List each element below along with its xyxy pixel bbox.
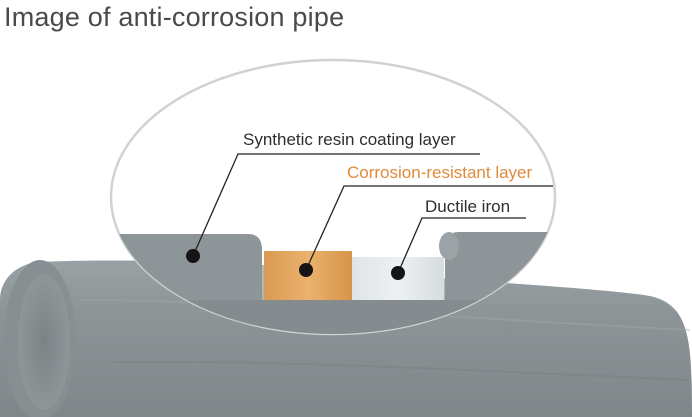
leader-lines	[192, 153, 553, 274]
pipe-body	[0, 260, 692, 417]
label-corrosion-resistant-layer: Corrosion-resistant layer	[347, 163, 533, 182]
page-title: Image of anti-corrosion pipe	[4, 2, 345, 32]
leader-ductile	[397, 217, 526, 274]
label-synthetic-resin-coating-layer: Synthetic resin coating layer	[243, 130, 456, 149]
marker-synthetic-dot	[186, 249, 200, 263]
leader-corrosion	[305, 185, 553, 271]
marker-ductile-dot	[391, 266, 405, 280]
label-ductile-iron: Ductile iron	[425, 197, 511, 216]
marker-corrosion-dot	[299, 263, 313, 277]
leader-synthetic	[192, 153, 480, 257]
